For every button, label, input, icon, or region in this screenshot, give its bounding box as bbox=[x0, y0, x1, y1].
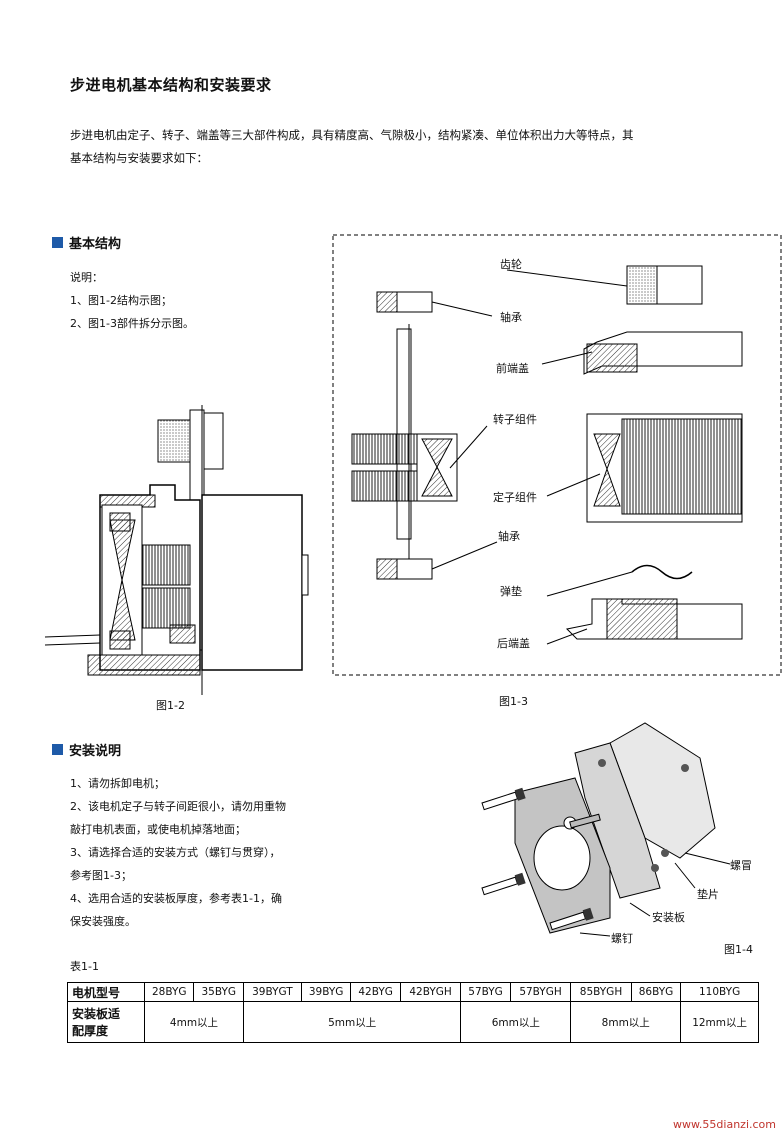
page-title: 步进电机基本结构和安装要求 bbox=[70, 76, 272, 94]
section-heading-text: 安装说明 bbox=[69, 744, 122, 759]
section-heading-text: 基本结构 bbox=[69, 237, 122, 252]
table-cell: 57BYGH bbox=[509, 982, 572, 1002]
table-row: 安装板适 配厚度 4mm以上 5mm以上 6mm以上 8mm以上 12mm以上 bbox=[67, 1001, 759, 1043]
note-line: 2、图1-3部件拆分示图。 bbox=[70, 317, 194, 330]
section-heading-structure: 基本结构 bbox=[52, 233, 121, 252]
label-bearing-front: 轴承 bbox=[500, 311, 522, 324]
table-cell: 42BYG bbox=[350, 982, 401, 1002]
label-rear-cover: 后端盖 bbox=[497, 637, 530, 650]
header-line: 配厚度 bbox=[72, 1024, 109, 1038]
table-cell: 35BYG bbox=[193, 982, 244, 1002]
thickness-table: 电机型号 28BYG 35BYG 39BYGT 39BYG 42BYG 42BY… bbox=[67, 982, 759, 1043]
install-line: 2、该电机定子与转子间距很小，请勿用重物 bbox=[70, 800, 286, 813]
table-header-thickness: 安装板适 配厚度 bbox=[67, 1001, 145, 1043]
label-screw-cap: 螺冒 bbox=[730, 859, 752, 872]
table-cell: 110BYG bbox=[680, 982, 759, 1002]
table-caption: 表1-1 bbox=[70, 960, 99, 973]
section-heading-install: 安装说明 bbox=[52, 740, 121, 759]
intro-line-1: 步进电机由定子、转子、端盖等三大部件构成，具有精度高、气隙极小，结构紧凑、单位体… bbox=[70, 128, 634, 142]
label-washer: 垫片 bbox=[697, 888, 719, 901]
note-line: 说明： bbox=[70, 271, 103, 284]
header-line: 安装板适 bbox=[72, 1007, 121, 1021]
caption-fig-1-2: 图1-2 bbox=[156, 699, 185, 712]
table-cell: 12mm以上 bbox=[680, 1001, 759, 1043]
caption-fig-1-4: 图1-4 bbox=[724, 943, 753, 956]
figure-1-2-diagram bbox=[44, 405, 309, 695]
structure-notes: 说明： 1、图1-2结构示图； 2、图1-3部件拆分示图。 bbox=[70, 266, 194, 335]
watermark-text: www.55dianzi.com bbox=[672, 1118, 776, 1131]
section-marker-icon bbox=[52, 744, 63, 755]
label-stator-assembly: 定子组件 bbox=[493, 491, 537, 504]
label-bearing-rear: 轴承 bbox=[498, 530, 520, 543]
table-cell: 57BYG bbox=[460, 982, 511, 1002]
install-line: 保安装强度。 bbox=[70, 915, 136, 928]
label-rotor-assembly: 转子组件 bbox=[493, 413, 537, 426]
install-line: 3、请选择合适的安装方式（螺钉与贯穿）， bbox=[70, 846, 281, 859]
table-cell: 6mm以上 bbox=[460, 1001, 572, 1043]
label-gear: 齿轮 bbox=[500, 258, 522, 271]
table-cell: 85BYGH bbox=[570, 982, 632, 1002]
table-cell: 86BYG bbox=[630, 982, 682, 1002]
table-cell: 39BYG bbox=[300, 982, 352, 1002]
figure-1-4-diagram bbox=[481, 722, 731, 937]
table-header-model: 电机型号 bbox=[67, 982, 145, 1002]
install-notes: 1、请勿拆卸电机； 2、该电机定子与转子间距很小，请勿用重物 敲打电机表面，或使… bbox=[70, 772, 286, 933]
intro-line-2: 基本结构与安装要求如下： bbox=[70, 151, 208, 165]
label-mounting-plate: 安装板 bbox=[652, 911, 685, 924]
install-line: 4、选用合适的安装板厚度，参考表1-1，确 bbox=[70, 892, 282, 905]
table-cell: 42BYGH bbox=[399, 982, 462, 1002]
install-line: 敲打电机表面，或使电机掉落地面； bbox=[70, 823, 246, 836]
table-cell: 28BYG bbox=[143, 982, 195, 1002]
table-cell: 5mm以上 bbox=[242, 1001, 462, 1043]
intro-paragraph: 步进电机由定子、转子、端盖等三大部件构成，具有精度高、气隙极小，结构紧凑、单位体… bbox=[70, 124, 670, 170]
label-screw: 螺钉 bbox=[611, 932, 633, 945]
label-spring-washer: 弹垫 bbox=[500, 585, 522, 598]
table-cell: 8mm以上 bbox=[570, 1001, 682, 1043]
caption-fig-1-3: 图1-3 bbox=[499, 695, 528, 708]
section-marker-icon bbox=[52, 237, 63, 248]
label-front-cover: 前端盖 bbox=[496, 362, 529, 375]
table-cell: 4mm以上 bbox=[144, 1001, 244, 1043]
table-row: 电机型号 28BYG 35BYG 39BYGT 39BYG 42BYG 42BY… bbox=[67, 982, 759, 1002]
install-line: 1、请勿拆卸电机； bbox=[70, 777, 165, 790]
note-line: 1、图1-2结构示图； bbox=[70, 294, 172, 307]
figure-1-3-diagram bbox=[332, 234, 782, 676]
install-line: 参考图1-3； bbox=[70, 869, 132, 882]
table-cell: 39BYGT bbox=[242, 982, 302, 1002]
